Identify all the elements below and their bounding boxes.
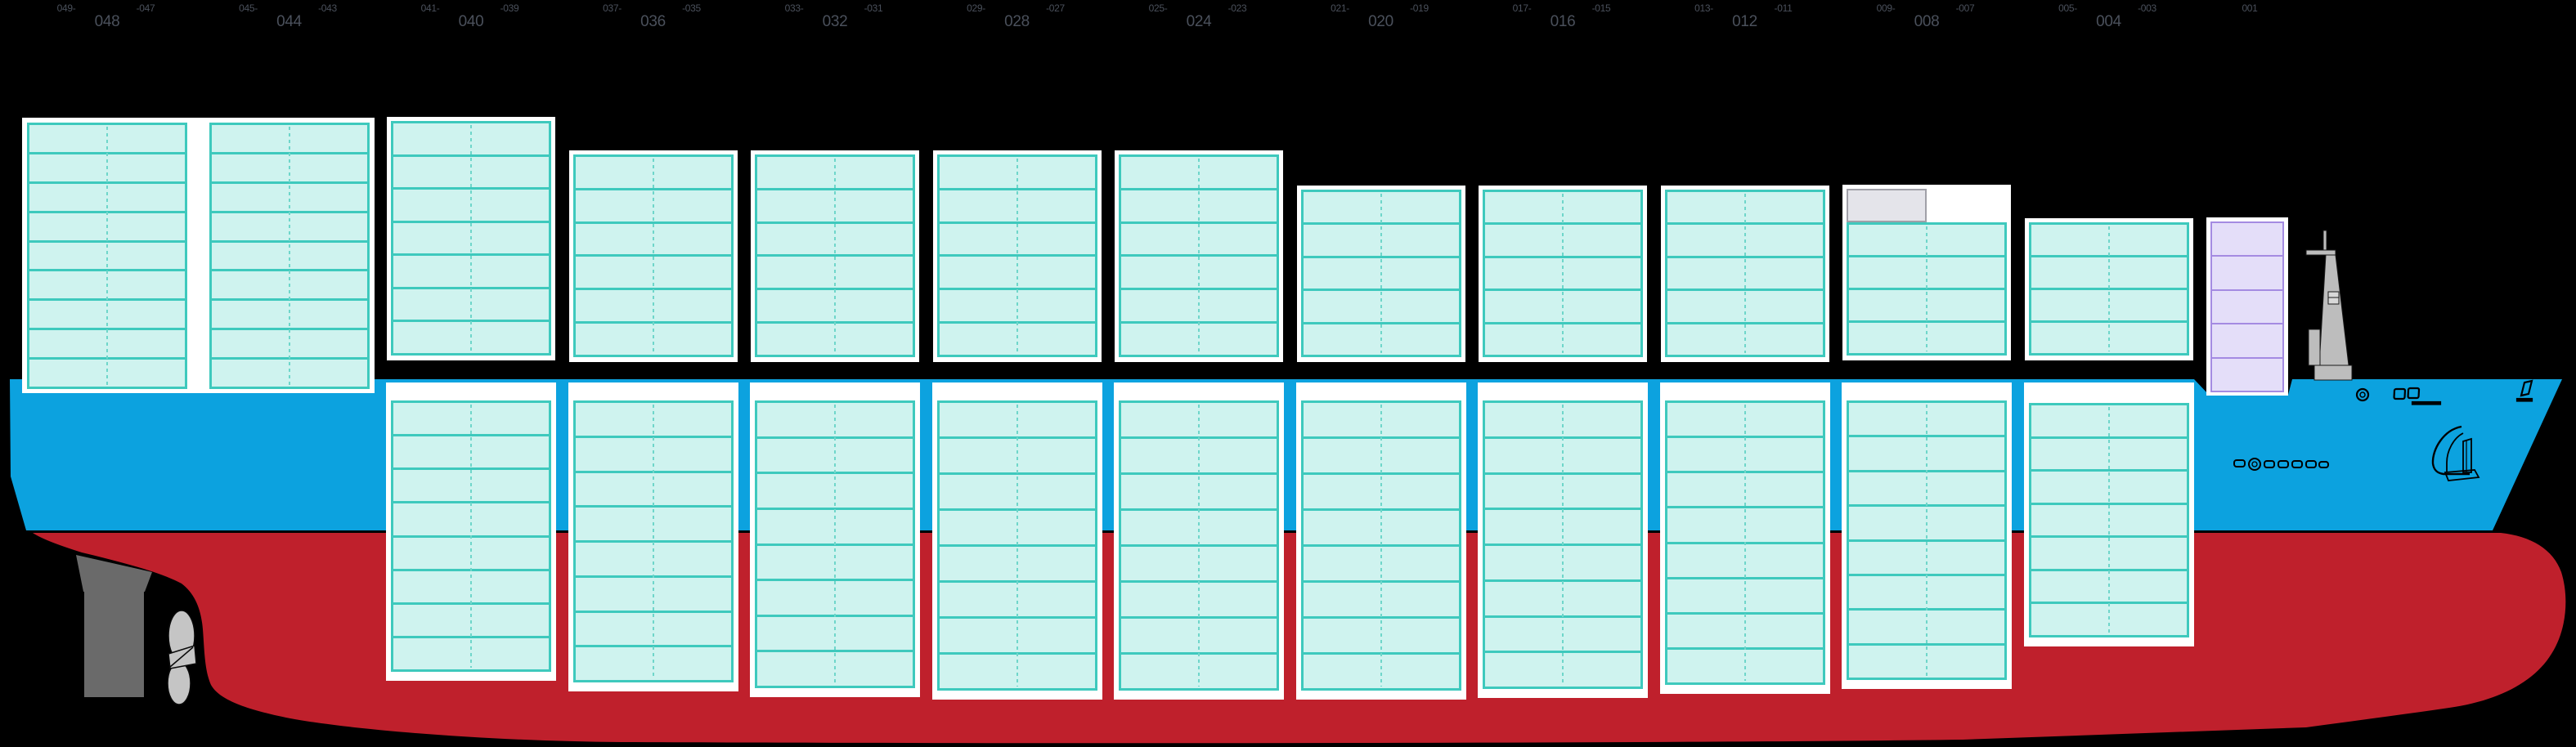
bay-020-hold-grid[interactable]: [1300, 400, 1461, 691]
bay-label-odd-right-024: -023: [1227, 2, 1247, 14]
bay-001-above-grid[interactable]: [2210, 221, 2284, 392]
bay-label-odd-left-040: 041-: [420, 2, 440, 14]
bay-036-above-grid[interactable]: [572, 154, 734, 357]
bay-label-040: 040: [458, 13, 484, 30]
bay-center-divider: [834, 159, 836, 353]
bay-center-divider: [2107, 226, 2110, 351]
bay-label-044: 044: [276, 13, 302, 30]
bay-label-odd-right-020: -019: [1410, 2, 1429, 14]
bay-label-odd-left-004: 005-: [2058, 2, 2077, 14]
bridge-windows: [2393, 387, 2442, 405]
bay-016-above-grid[interactable]: [1483, 190, 1643, 357]
bay-label-012: 012: [1732, 13, 1757, 30]
bay-036-hold-grid[interactable]: [572, 400, 734, 682]
bay-label-odd-right-048: -047: [136, 2, 155, 14]
bow-mast: [2305, 230, 2353, 381]
bay-024-hold-grid[interactable]: [1119, 400, 1279, 691]
bay-center-divider: [288, 127, 290, 385]
bay-004-above-grid[interactable]: [2028, 222, 2189, 356]
bay-center-divider: [1198, 405, 1200, 687]
bay-008-above-grid[interactable]: [1847, 222, 2007, 356]
bay-label-004: 004: [2096, 13, 2121, 30]
bow-flag-icon: [2515, 379, 2533, 402]
tier-slot[interactable]: [2212, 257, 2282, 291]
bay-label-odd-left-032: 033-: [784, 2, 804, 14]
bay-label-016: 016: [1550, 13, 1576, 30]
bay-016-hold-grid[interactable]: [1483, 400, 1643, 689]
bay-label-032: 032: [822, 13, 848, 30]
bay-center-divider: [1744, 194, 1746, 353]
tier-slot[interactable]: [2212, 359, 2282, 391]
bay-label-odd-right-040: -039: [500, 2, 519, 14]
bay-label-odd-left-008: 009-: [1876, 2, 1896, 14]
bay-label-020: 020: [1368, 13, 1393, 30]
deck-details: [2233, 379, 2533, 481]
bay-center-divider: [1926, 405, 1928, 676]
bay-label-odd-right-012: -011: [1774, 2, 1793, 14]
anchor-icon: [2431, 425, 2480, 481]
bay-center-divider: [470, 125, 472, 351]
bay-label-odd-right-036: -035: [682, 2, 701, 14]
bay-012-hold-grid[interactable]: [1664, 400, 1825, 685]
bay-024-above-grid[interactable]: [1119, 154, 1279, 357]
bay-center-divider: [1562, 194, 1564, 353]
bay-020-above-grid[interactable]: [1300, 190, 1461, 357]
bay-004-hold-grid[interactable]: [2028, 403, 2189, 637]
bay-028-above-grid[interactable]: [936, 154, 1097, 357]
bay-center-divider: [2107, 407, 2110, 633]
bay-center-divider: [1926, 226, 1928, 351]
bay-label-028: 028: [1004, 13, 1030, 30]
bay-center-divider: [1380, 405, 1382, 687]
bay-label-odd-left-012: 013-: [1694, 2, 1713, 14]
bay-label-odd-left-044: 045-: [239, 2, 258, 14]
bay-center-divider: [106, 127, 108, 385]
bay-label-odd-left-024: 025-: [1148, 2, 1168, 14]
bay-008-gray-cell[interactable]: [1847, 189, 1927, 222]
bay-label-odd-right-028: -027: [1046, 2, 1065, 14]
bay-028-hold-grid[interactable]: [936, 400, 1097, 691]
bay-label-odd-right-008: -007: [1955, 2, 1975, 14]
rudder: [76, 555, 152, 697]
bay-label-odd-right-004: -003: [2138, 2, 2156, 14]
bay-label-odd-left-020: 021-: [1331, 2, 1349, 14]
bay-012-above-grid[interactable]: [1664, 190, 1825, 357]
draft-marks: [2233, 458, 2329, 471]
bay-label-odd-left-028: 029-: [967, 2, 985, 14]
bay-label-008: 008: [1914, 13, 1940, 30]
bay-center-divider: [1562, 405, 1564, 685]
bay-label-odd-left-036: 037-: [603, 2, 622, 14]
bay-center-divider: [1744, 405, 1746, 681]
bay-032-above-grid[interactable]: [755, 154, 915, 357]
bay-044-above-grid[interactable]: [209, 123, 370, 389]
bay-center-divider: [1016, 405, 1018, 687]
bay-center-divider: [1016, 159, 1018, 353]
bay-040-above-grid[interactable]: [391, 121, 551, 356]
bay-label-024: 024: [1186, 13, 1212, 30]
bay-center-divider: [652, 405, 654, 678]
bay-label-odd-right-044: -043: [318, 2, 337, 14]
bay-032-hold-grid[interactable]: [755, 400, 915, 688]
porthole-icon: [2355, 387, 2370, 402]
tier-slot[interactable]: [2212, 324, 2282, 359]
bay-label-036: 036: [640, 13, 666, 30]
bay-label-001: 001: [2242, 2, 2258, 14]
bay-center-divider: [652, 159, 654, 353]
bay-center-divider: [1198, 159, 1200, 353]
bay-label-odd-left-016: 017-: [1512, 2, 1532, 14]
bay-048-above-grid[interactable]: [27, 123, 187, 389]
bay-label-odd-left-048: 049-: [56, 2, 76, 14]
bay-label-048: 048: [94, 13, 120, 30]
bay-center-divider: [1380, 194, 1382, 353]
bay-008-hold-grid[interactable]: [1847, 400, 2007, 680]
bay-040-hold-grid[interactable]: [391, 400, 551, 672]
bay-center-divider: [470, 405, 472, 668]
bay-label-odd-right-032: -031: [864, 2, 883, 14]
bay-label-odd-right-016: -015: [1591, 2, 1611, 14]
tier-slot[interactable]: [2212, 291, 2282, 325]
bay-center-divider: [834, 405, 836, 684]
propeller: [167, 610, 197, 705]
tier-slot[interactable]: [2212, 223, 2282, 257]
